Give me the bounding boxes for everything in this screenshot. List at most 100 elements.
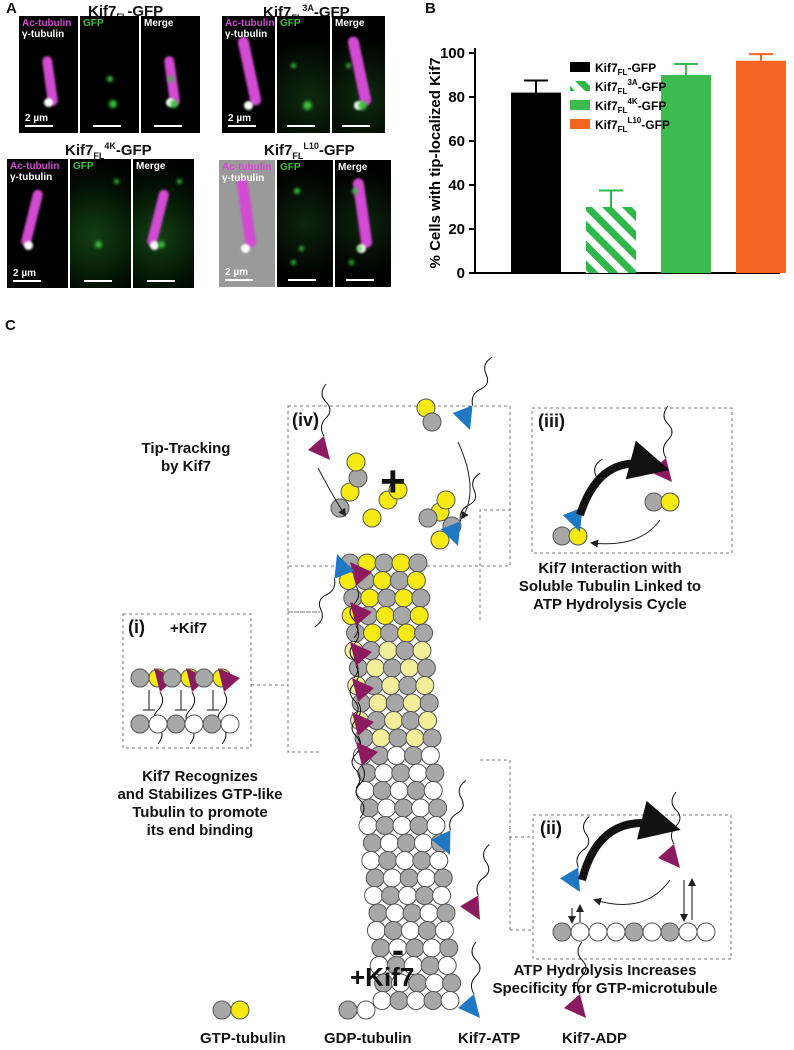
box-i-label: (i) bbox=[128, 617, 145, 637]
y-tick-label: 40 bbox=[448, 177, 465, 194]
legend-kif7-atp: Kif7-ATP bbox=[458, 1030, 521, 1047]
tubulin-subunit bbox=[372, 991, 392, 1010]
tubulin-ii-row bbox=[570, 922, 590, 942]
scale-bar bbox=[341, 125, 370, 127]
box-ii-connector-b bbox=[509, 835, 533, 931]
panel-label-b: B bbox=[425, 0, 436, 17]
gfp-haze bbox=[277, 160, 333, 287]
tubulin-subunit bbox=[391, 553, 411, 573]
label-ac-tubulin: Ac-tubulin bbox=[225, 18, 275, 29]
scale-bar-label: 2 µm bbox=[225, 267, 248, 278]
tubulin-subunit bbox=[401, 711, 421, 730]
kif7-adp-iii bbox=[650, 405, 673, 482]
micrograph-gfp: GFP bbox=[70, 159, 131, 288]
kif7-atp-iii bbox=[562, 458, 603, 532]
tubulin-subunit bbox=[358, 816, 378, 835]
box-iii-connector bbox=[479, 509, 510, 620]
tubulin-subunit bbox=[406, 991, 426, 1010]
arrow-iv-left bbox=[317, 467, 347, 517]
kif7-atp-ii bbox=[560, 816, 590, 892]
kif7-adp-ii-head bbox=[658, 844, 680, 868]
tubulin-subunit bbox=[402, 693, 422, 713]
box-iv-label: (iv) bbox=[292, 410, 319, 430]
box-iv-connector bbox=[287, 566, 320, 750]
tubulin-subunit bbox=[402, 903, 422, 923]
scale-bar bbox=[146, 280, 175, 282]
tubulin-subunit bbox=[365, 868, 385, 888]
scale-bar bbox=[346, 279, 374, 281]
tubulin-subunit bbox=[368, 903, 388, 923]
gfp-haze bbox=[70, 159, 131, 288]
panel-label-a: A bbox=[6, 0, 17, 17]
kif7-atp-tip-left bbox=[314, 554, 355, 628]
tubulin-i-row bbox=[184, 714, 204, 734]
legend-swatch bbox=[570, 119, 590, 129]
tubulin-subunit bbox=[398, 886, 418, 905]
gfp-spot bbox=[168, 76, 174, 82]
kif7-adp-on-lattice-head bbox=[350, 602, 372, 626]
tubulin-subunit bbox=[405, 938, 425, 958]
plus-end-sign: + bbox=[380, 457, 406, 506]
tubulin-subunit bbox=[432, 886, 452, 905]
tubulin-subunit bbox=[399, 658, 419, 678]
scale-bar bbox=[225, 279, 253, 281]
kif7-adp-on-lattice-tail bbox=[349, 665, 360, 719]
kif7-atp-ii-tail bbox=[576, 816, 590, 868]
kif7-adp-lattice-right-head bbox=[460, 895, 480, 920]
tubulin-subunit bbox=[386, 746, 406, 765]
tubulin-iii-grey bbox=[644, 492, 664, 512]
arrow-iv-right bbox=[457, 441, 471, 520]
soluble-tubulin-grey bbox=[422, 412, 442, 432]
gfp-spot bbox=[170, 100, 178, 108]
title-kif7-fl-4k: Kif7FL4K-GFP bbox=[65, 141, 152, 161]
label-gfp: GFP bbox=[83, 18, 104, 29]
tubulin-subunit bbox=[398, 676, 418, 695]
tubulin-subunit bbox=[363, 623, 383, 643]
gfp-spot bbox=[109, 100, 117, 108]
gfp-spot bbox=[107, 76, 113, 82]
kif7-atp-tip-left-head bbox=[334, 554, 355, 579]
tubulin-subunit bbox=[429, 851, 449, 870]
legend-kif7-adp-tail bbox=[576, 941, 587, 995]
tubulin-subunit bbox=[415, 886, 435, 905]
gfp-spot bbox=[349, 260, 354, 265]
y-tick-label: 80 bbox=[448, 89, 465, 106]
legend-swatch bbox=[570, 100, 590, 110]
label-merge: Merge bbox=[338, 162, 368, 173]
scale-bar-label: 2 µm bbox=[13, 268, 36, 279]
kif7-adp-ii-tail bbox=[670, 791, 681, 845]
tubulin-subunit bbox=[406, 781, 426, 800]
tubulin-subunit bbox=[413, 833, 433, 853]
micrograph-merge: Merge bbox=[335, 160, 391, 287]
legend-swatch bbox=[570, 62, 590, 72]
tubulin-ii-row bbox=[624, 922, 644, 942]
thick-arrow-iii bbox=[576, 440, 670, 517]
kif7-adp-free-iv bbox=[308, 383, 331, 460]
scale-bar bbox=[153, 125, 182, 127]
tubulin-subunit bbox=[394, 798, 414, 818]
tubulin-subunit bbox=[411, 798, 431, 818]
tubulin-subunit bbox=[371, 728, 391, 748]
box-ii-label: (ii) bbox=[540, 818, 562, 838]
legend-kif7-adp bbox=[564, 941, 587, 1018]
tubulin-ii-row bbox=[606, 922, 626, 942]
legend-label: Kif7FLL10-GFP bbox=[595, 116, 670, 134]
gfp-spot bbox=[291, 260, 296, 265]
tubulin-ii-row bbox=[552, 922, 572, 942]
tubulin-subunit bbox=[412, 641, 432, 660]
tubulin-subunit bbox=[371, 938, 391, 958]
bar bbox=[661, 75, 711, 273]
tubulin-subunit bbox=[408, 763, 428, 783]
legend-swatch bbox=[570, 81, 590, 91]
micrograph-merge: Merge bbox=[141, 16, 200, 133]
box-i-connector bbox=[251, 611, 320, 753]
cilium bbox=[236, 177, 257, 249]
tubulin-subunit bbox=[360, 588, 380, 608]
label-gamma-tubulin: γ-tubulin bbox=[22, 29, 65, 40]
tubulin-subunit bbox=[436, 903, 456, 923]
tubulin-subunit bbox=[391, 763, 411, 783]
